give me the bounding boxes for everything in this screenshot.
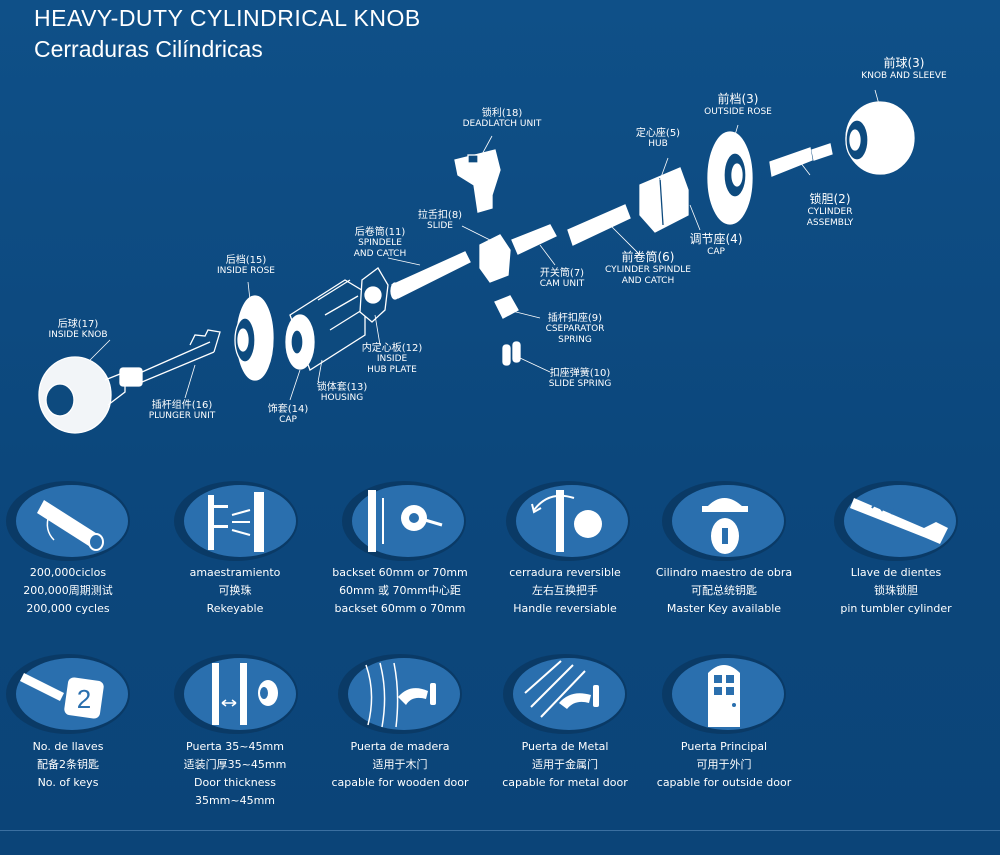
part-label: 锁体套(13)HOUSING: [316, 382, 368, 403]
page-subtitle: Cerraduras Cilíndricas: [34, 36, 263, 62]
part-label: 扣座弹簧(10)SLIDE SPRING: [548, 368, 612, 389]
part-label: 调节座(4)CAP: [689, 232, 743, 257]
knob-sleeve-part: [845, 101, 915, 175]
part-label: 锁利(18)DEADLATCH UNIT: [462, 108, 542, 129]
page-title: HEAVY-DUTY CYLINDRICAL KNOB: [34, 5, 421, 31]
part-label: 后档(15)INSIDE ROSE: [217, 255, 275, 276]
key-count-badge: 2: [77, 684, 91, 714]
outside-rose-part: [707, 131, 753, 225]
deadlatch-unit-part: [454, 149, 501, 213]
housing-part: [285, 279, 366, 371]
master-key-icon: [662, 481, 786, 561]
spindle-catch-part: [390, 251, 471, 300]
part-label: 插杆组件(16)PLUNGER UNIT: [148, 400, 216, 421]
reversible-handle-icon: [506, 481, 630, 561]
part-label: 后球(17)INSIDE KNOB: [48, 319, 108, 340]
wooden-door-icon: [338, 654, 462, 734]
exploded-lock-diagram: [38, 89, 915, 434]
two-keys-icon: 2: [6, 654, 130, 734]
metal-door-icon: [503, 654, 627, 734]
inside-knob-part: [38, 356, 126, 434]
part-label: 拉舌扣(8)SLIDE: [417, 210, 463, 231]
hub-part: [639, 167, 689, 233]
part-label: 开关筒(7)CAM UNIT: [539, 268, 585, 289]
inside-hub-plate-part: [359, 267, 389, 323]
part-label: 定心座(5)HUB: [635, 128, 681, 149]
slide-part: [479, 234, 511, 283]
backset-icon: [342, 481, 466, 561]
door-thickness-icon: [174, 654, 298, 734]
cylinder-assembly-part: [769, 143, 833, 177]
part-label: 饰套(14)CAP: [267, 404, 309, 425]
outside-door-icon: [662, 654, 786, 734]
part-label: 前档(3)OUTSIDE ROSE: [704, 92, 772, 117]
rekey-icon: [174, 481, 298, 561]
pin-tumbler-icon: [834, 481, 958, 561]
part-label: 前球(3)KNOB AND SLEEVE: [861, 56, 947, 81]
cylinder-spindle-part: [567, 204, 631, 246]
divider: [0, 830, 1000, 831]
plunger-unit-part: [119, 329, 221, 387]
inside-rose-part: [234, 295, 274, 381]
slide-spring-part: [502, 341, 521, 366]
cam-unit-part: [511, 224, 557, 255]
cycles-icon: [6, 481, 130, 561]
separator-spring-part: [494, 295, 519, 319]
